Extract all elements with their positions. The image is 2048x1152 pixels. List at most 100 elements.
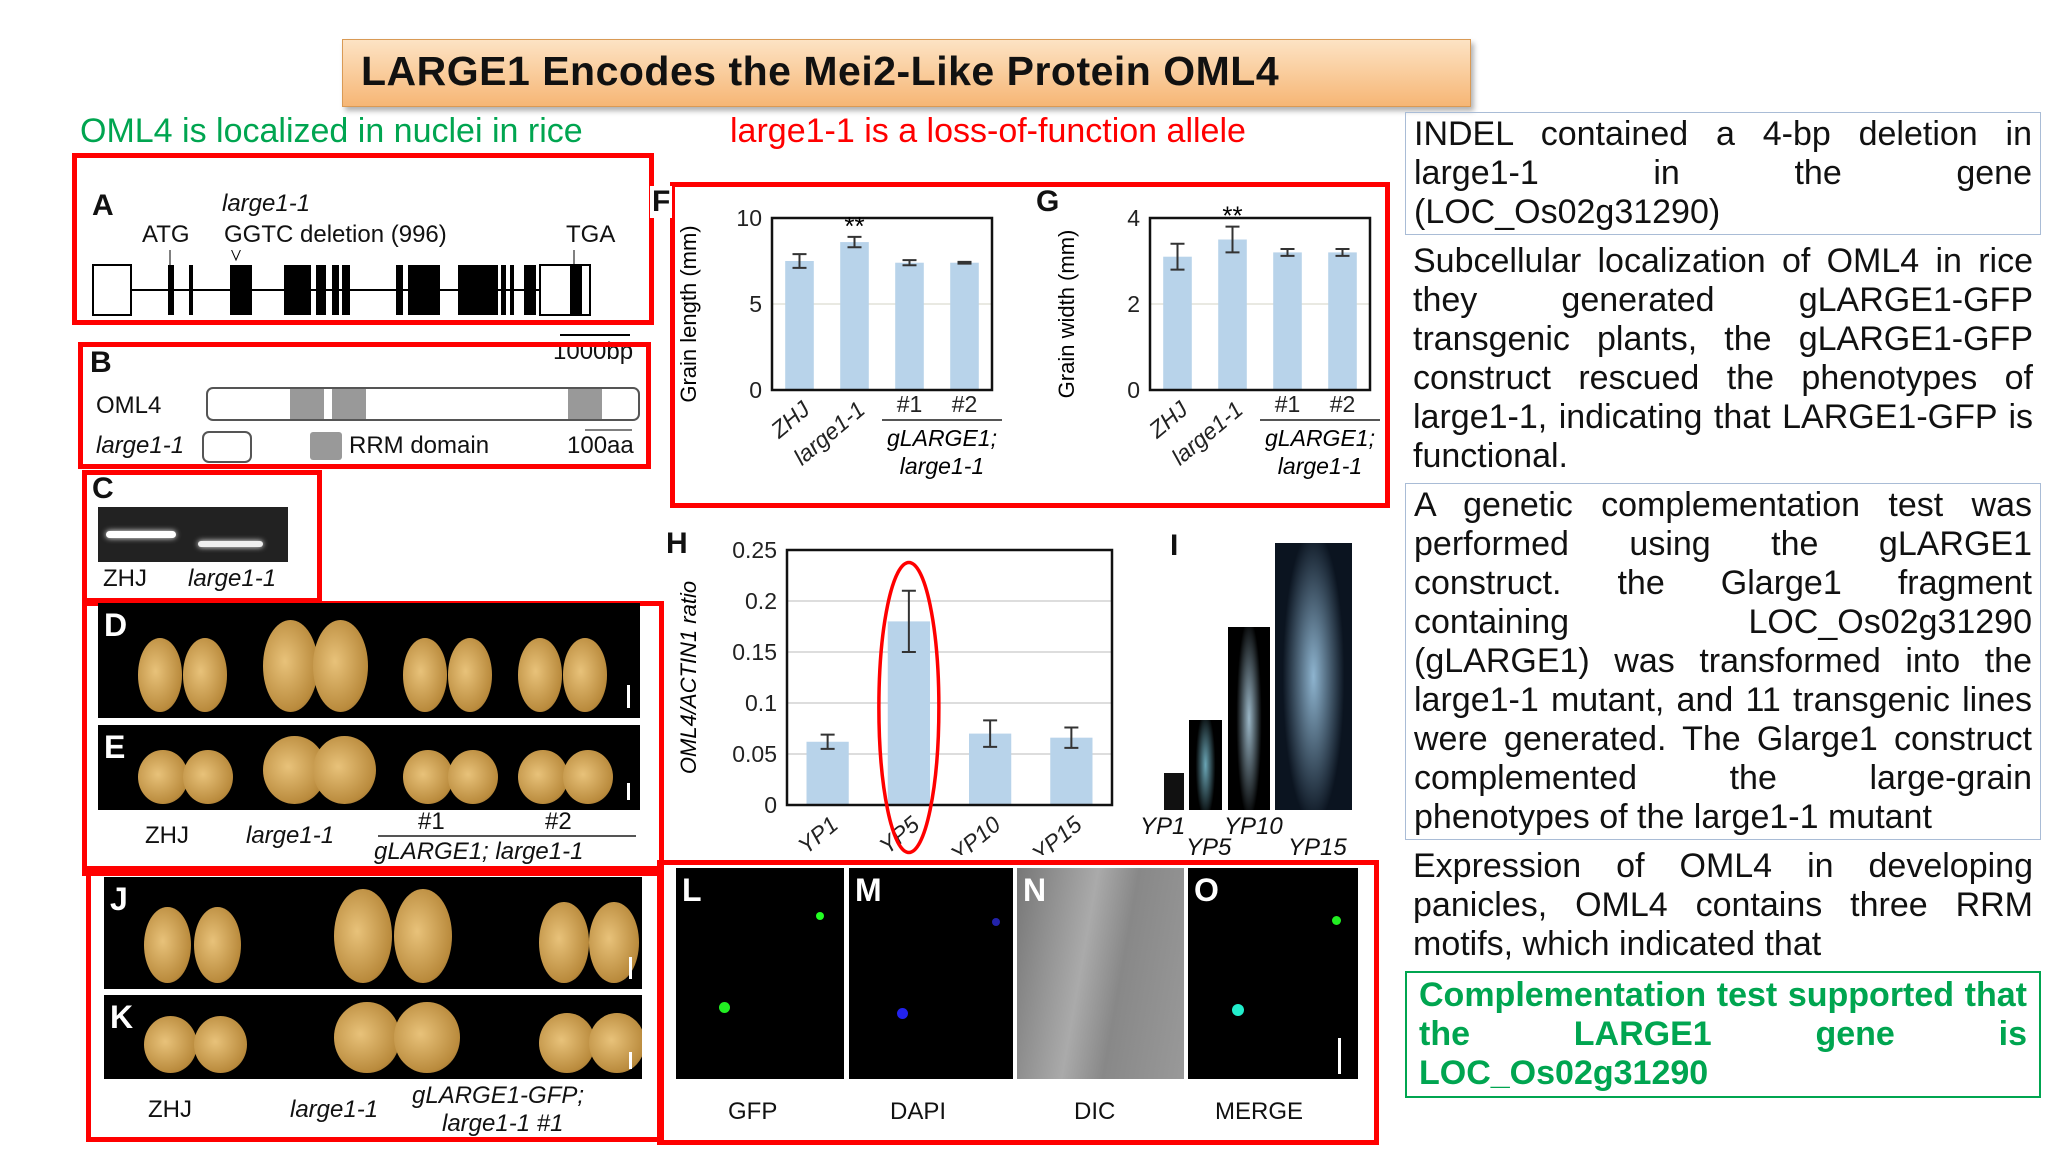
- conclusion-note: Complementation test supported that the …: [1405, 971, 2041, 1098]
- stage-yp5: YP5: [1186, 834, 1232, 861]
- grain-photo-j: J: [104, 877, 642, 989]
- caption-dapi: DAPI: [890, 1098, 947, 1125]
- rice-grain: [194, 906, 241, 983]
- group-label: large1-1: [1278, 453, 1362, 479]
- y-tick-label: 0: [1127, 377, 1140, 403]
- rice-grain: [183, 638, 227, 712]
- chart-grain-width: 024ZHJlarge1-1#1#2**gLARGE1;large1-1Grai…: [1054, 201, 1380, 479]
- scale-bar: [627, 783, 630, 800]
- panel-label-i: I: [1170, 529, 1179, 562]
- highlight-box-fg: [670, 182, 1390, 508]
- lane-zhj: ZHJ: [103, 565, 147, 592]
- plot-frame: [785, 548, 1114, 807]
- highlight-box-lo: [657, 860, 1379, 1145]
- rice-grain: [563, 749, 613, 804]
- group-underline: [378, 835, 636, 837]
- bar: [1273, 252, 1302, 390]
- gene-structure-diagram: [92, 250, 630, 336]
- panel-label-b: B: [90, 346, 112, 379]
- significance-marker: **: [1222, 201, 1242, 231]
- error-bar: [983, 719, 998, 748]
- error-bar: [1064, 726, 1079, 749]
- stage-yp10: YP10: [1224, 813, 1283, 840]
- rice-grain: [448, 638, 492, 712]
- error-bar: [820, 733, 835, 750]
- x-tick-label: YP15: [1027, 811, 1087, 855]
- bar: [806, 741, 849, 805]
- rice-grain: [263, 620, 318, 712]
- y-tick-label: 2: [1127, 291, 1140, 317]
- rice-grain: [448, 749, 498, 804]
- protein-domain-diagram: [202, 387, 640, 463]
- stage-yp1: YP1: [1140, 813, 1186, 840]
- significance-marker: **: [844, 211, 864, 241]
- group-label: gLARGE1;: [887, 425, 997, 451]
- localized-note: OML4 is localized in nuclei in rice: [80, 112, 583, 150]
- grain-photo-d: D: [98, 603, 640, 718]
- complementation-note: A genetic complementation test was perfo…: [1405, 483, 2041, 840]
- scale-bar: [629, 1052, 632, 1069]
- x-tick-label: #1: [1275, 391, 1301, 417]
- genotype-zhj: ZHJ: [145, 822, 189, 849]
- rice-grain: [563, 638, 607, 712]
- y-axis-label: OML4/ACTIN1 ratio: [676, 581, 701, 774]
- deletion-label: GGTC deletion (996): [224, 221, 447, 248]
- slide-title: LARGE1 Encodes the Mei2-Like Protein OML…: [342, 39, 1471, 107]
- bar: [785, 261, 814, 390]
- genotype-large1-1-jk: large1-1: [290, 1096, 379, 1123]
- x-tick-label: #2: [1330, 391, 1356, 417]
- x-tick-label: YP1: [793, 811, 843, 855]
- bar: [1050, 737, 1093, 805]
- rice-grain: [518, 638, 562, 712]
- subcellular-note: Subcellular localization of OML4 in rice…: [1413, 242, 2033, 475]
- y-tick-label: 0.2: [745, 588, 777, 614]
- genotype-line1: #1: [418, 808, 445, 835]
- panel-label-g: G: [1036, 185, 1060, 218]
- plot-frame: [770, 216, 994, 392]
- panicle-yp15: [1275, 543, 1352, 810]
- atg-label: ATG: [142, 221, 190, 248]
- group-label: large1-1: [900, 453, 984, 479]
- group-label-de: gLARGE1; large1-1: [374, 838, 584, 865]
- bar: [895, 262, 924, 390]
- error-bar: [1225, 225, 1240, 254]
- error-bar: [1170, 242, 1185, 271]
- gfp-image: L: [676, 868, 844, 1079]
- notes-column: INDEL contained a 4-bp deletion in large…: [1405, 112, 2041, 1098]
- rice-grain: [334, 1002, 400, 1073]
- rice-grain: [403, 638, 447, 712]
- y-tick-label: 0: [764, 792, 777, 818]
- rice-grain: [403, 749, 453, 804]
- error-bar: [901, 589, 916, 653]
- panicle-yp1: [1164, 773, 1184, 810]
- bar: [950, 262, 979, 390]
- highlight-box-c: [82, 470, 322, 603]
- panel-label-a: A: [92, 189, 114, 222]
- caption-dic: DIC: [1074, 1098, 1116, 1125]
- rice-grain: [194, 1015, 248, 1073]
- x-tick-label: #1: [897, 391, 923, 417]
- rice-grain: [313, 620, 368, 712]
- caption-gfp: GFP: [728, 1098, 778, 1125]
- genotype-zhj-jk: ZHJ: [148, 1096, 192, 1123]
- scale-100aa: 100aa: [567, 432, 634, 459]
- group-label: gLARGE1;: [1265, 425, 1375, 451]
- y-tick-label: 0.15: [732, 639, 777, 665]
- rice-grain: [589, 1012, 642, 1073]
- scale-bar: [627, 685, 630, 708]
- rice-grain: [518, 749, 568, 804]
- indel-note: INDEL contained a 4-bp deletion in large…: [1405, 112, 2041, 235]
- plot-frame: [1148, 216, 1372, 392]
- y-tick-label: 0.05: [732, 741, 777, 767]
- error-bar: [847, 235, 862, 249]
- error-bar: [1280, 247, 1295, 257]
- dic-image: N: [1017, 868, 1184, 1079]
- rice-grain: [394, 888, 452, 983]
- rice-grain: [144, 1015, 198, 1073]
- dapi-image: M: [849, 868, 1013, 1079]
- grain-photo-e: E: [98, 725, 640, 810]
- bar: [1328, 252, 1357, 390]
- panicle-yp5: [1189, 720, 1222, 810]
- error-bar: [1335, 247, 1350, 257]
